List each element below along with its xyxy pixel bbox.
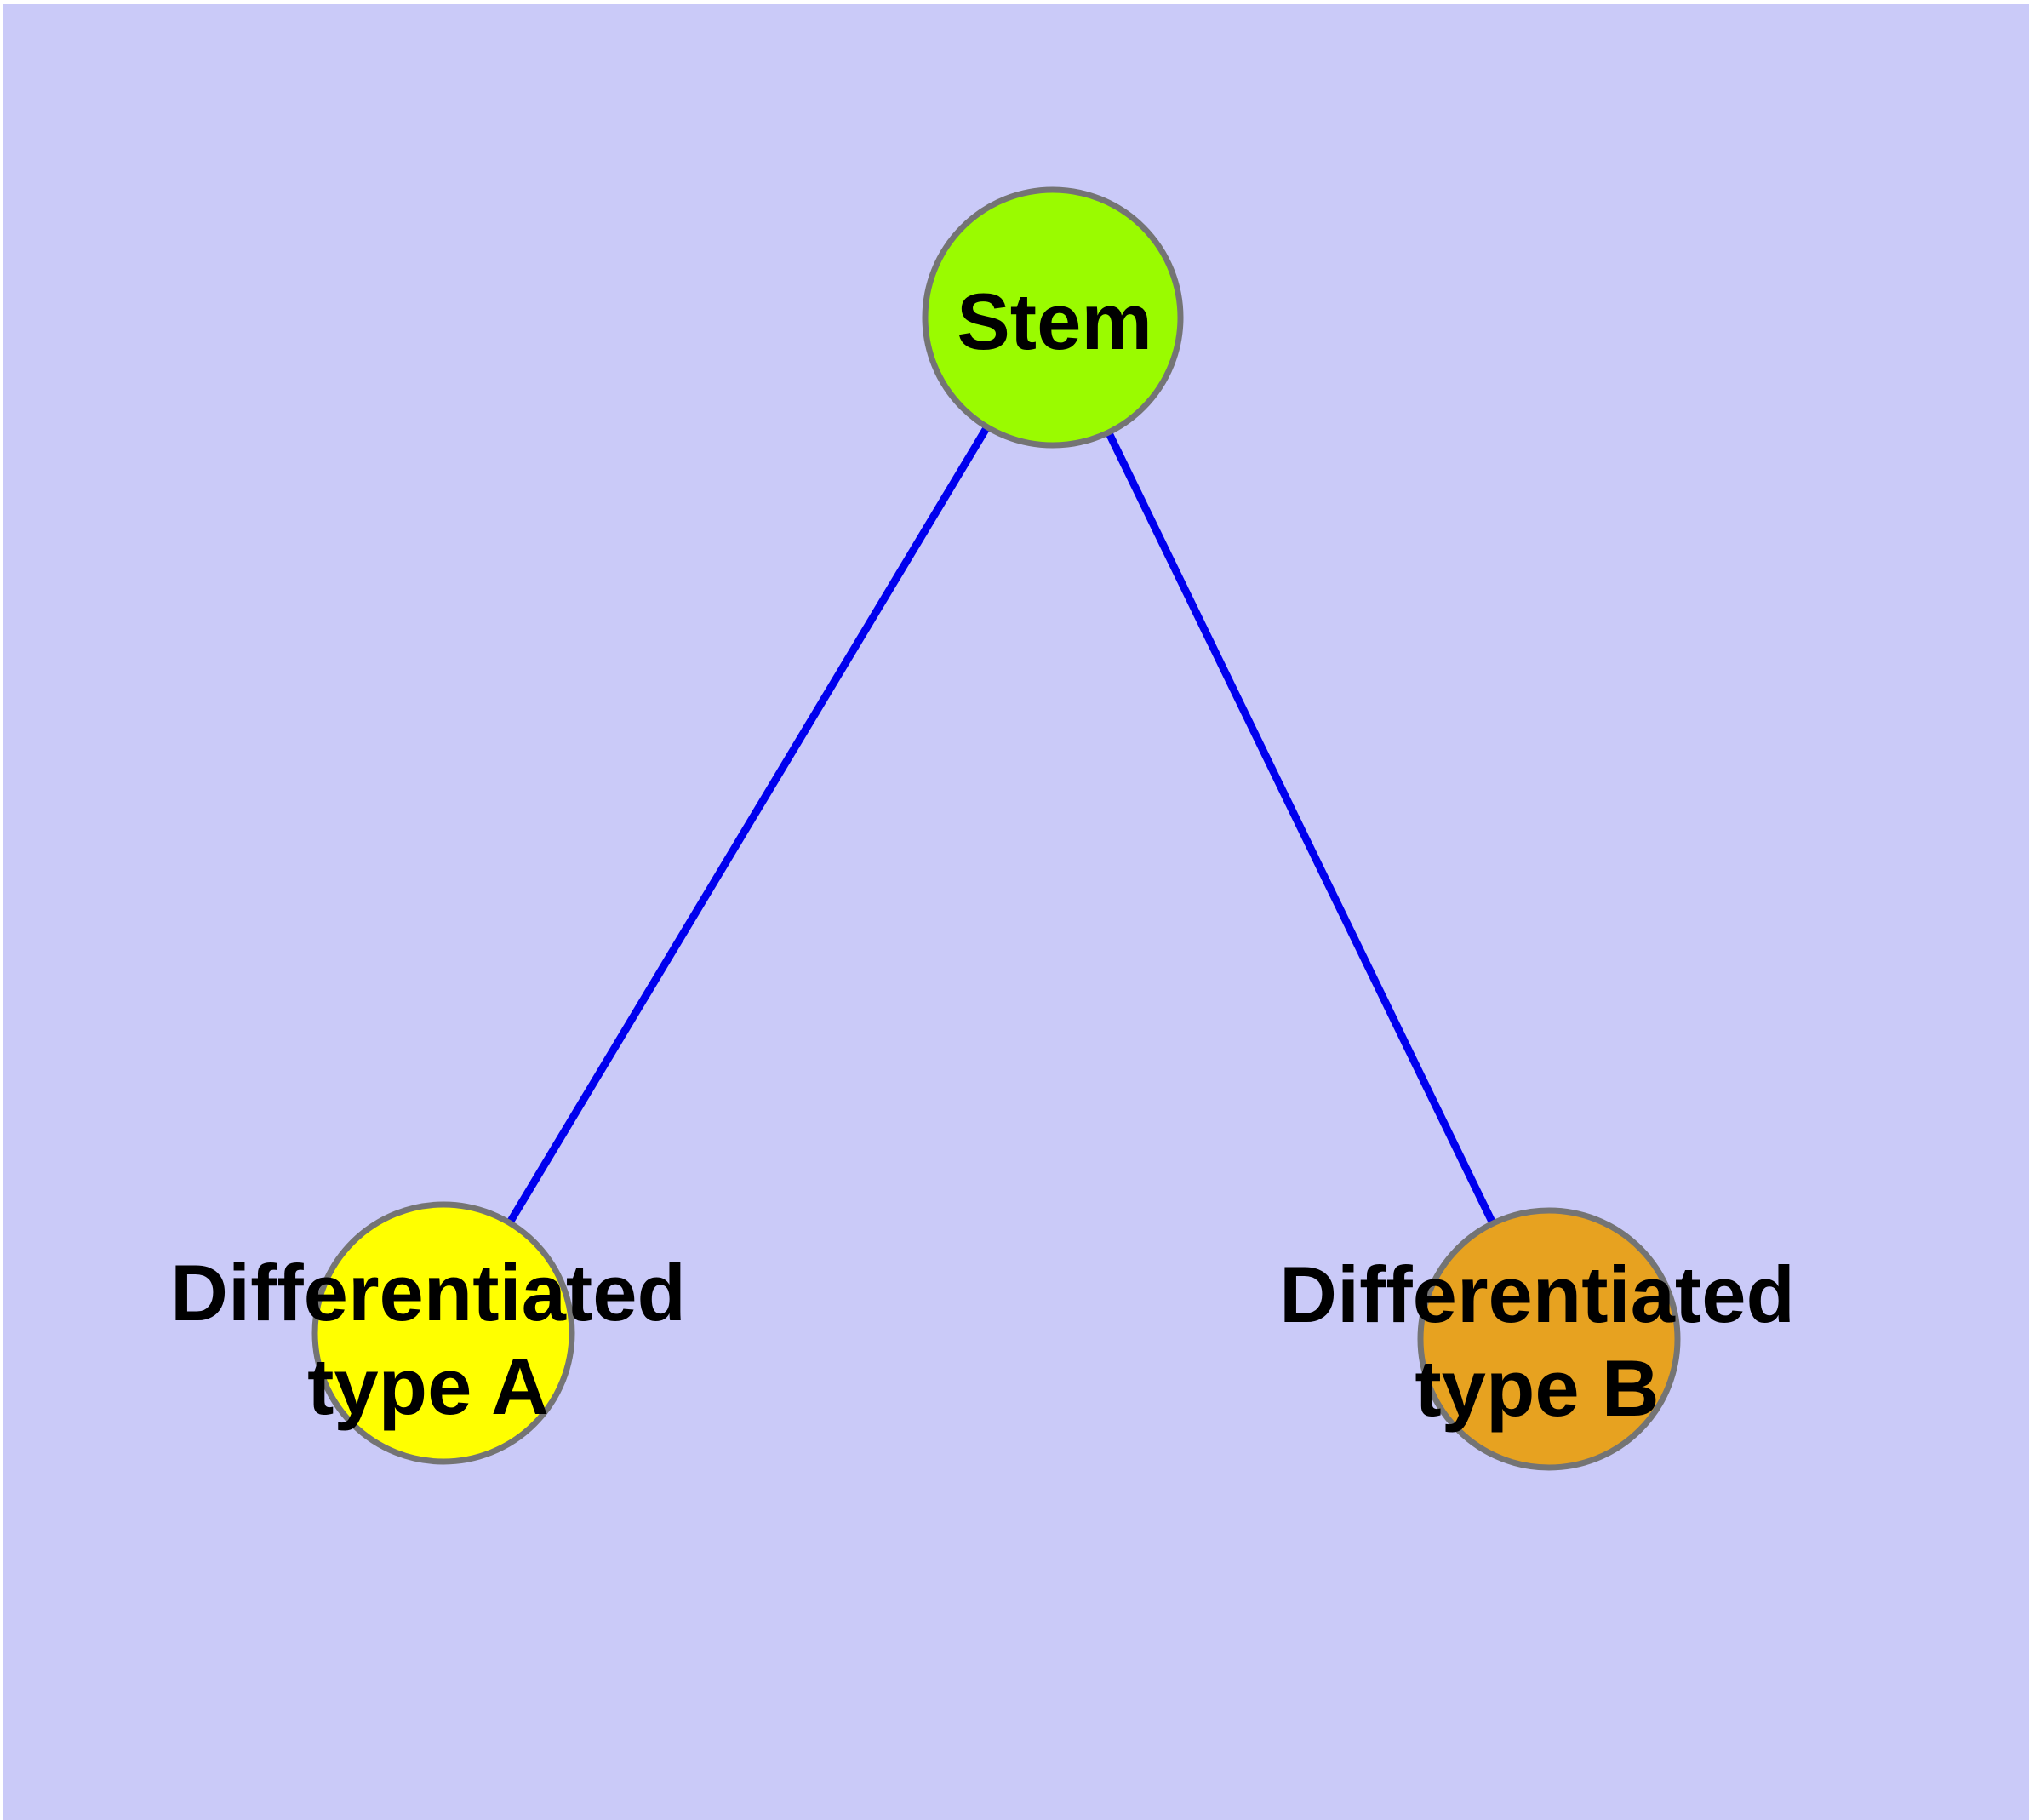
node-group: Stem Differentiated type A Differentiate…: [170, 186, 1795, 1471]
node-type-b-label-line2: type B: [1415, 1343, 1659, 1433]
edge-group: [440, 315, 1553, 1341]
node-type-a-label-line1: Differentiated: [170, 1248, 686, 1337]
node-type-a-label-line2: type A: [307, 1342, 549, 1431]
node-type-b-circle: [1417, 1207, 1681, 1471]
edge-stem-to-type-b: [1049, 316, 1553, 1341]
node-type-a-circle: [311, 1201, 575, 1465]
node-stem: Stem: [922, 186, 1184, 449]
node-stem-circle: [922, 186, 1184, 449]
node-differentiated-type-a: Differentiated type A: [170, 1201, 686, 1465]
node-stem-label: Stem: [957, 277, 1152, 366]
node-type-b-label-line1: Differentiated: [1279, 1250, 1795, 1339]
edge-stem-to-type-a: [440, 315, 1056, 1336]
node-differentiated-type-b: Differentiated type B: [1279, 1207, 1795, 1471]
